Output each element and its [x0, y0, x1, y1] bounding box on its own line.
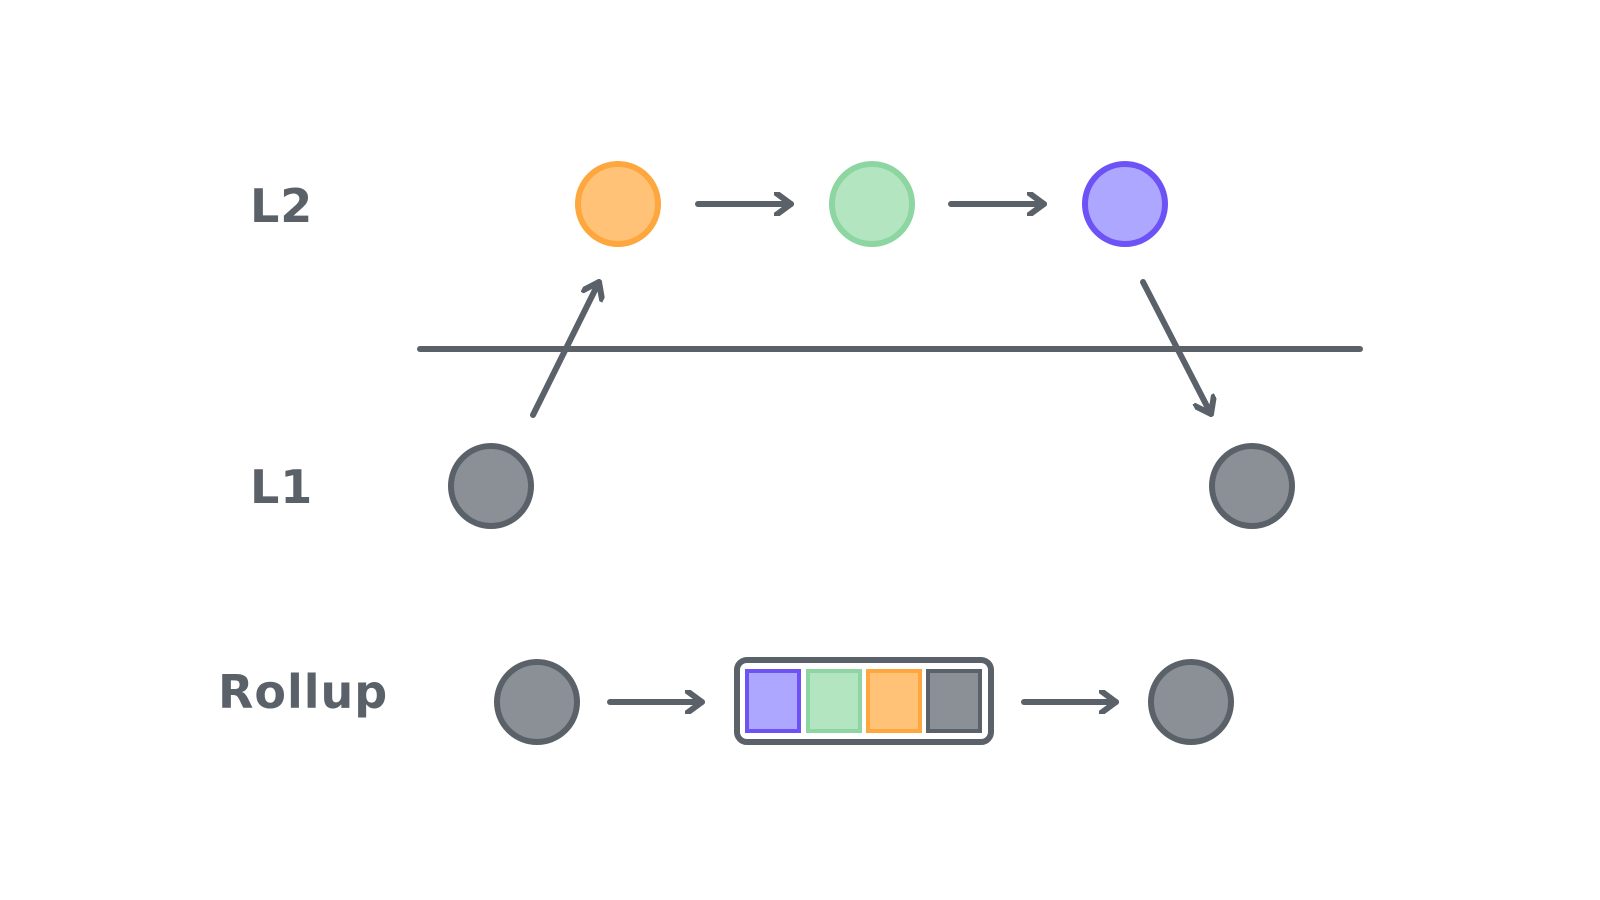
rollup-input-node	[494, 659, 580, 745]
batch-cell-orange	[866, 669, 922, 733]
rollup-output-node	[1148, 659, 1234, 745]
l2-green-node	[829, 161, 915, 247]
batch-cell-gray	[926, 669, 982, 733]
l2-purple-node	[1082, 161, 1168, 247]
batch-cell-green	[806, 669, 862, 733]
withdraw-arrow-l2-to-l1	[1140, 279, 1211, 417]
rollup-label: Rollup	[218, 665, 388, 719]
l1-label: L1	[250, 460, 313, 514]
rollup-batch-box	[734, 657, 994, 745]
batch-cell-purple	[745, 669, 801, 733]
l1-right-node	[1209, 443, 1295, 529]
deposit-arrow-l1-to-l2	[530, 279, 599, 418]
l2-label: L2	[250, 179, 313, 233]
l2-orange-node	[575, 161, 661, 247]
l1-left-node	[448, 443, 534, 529]
